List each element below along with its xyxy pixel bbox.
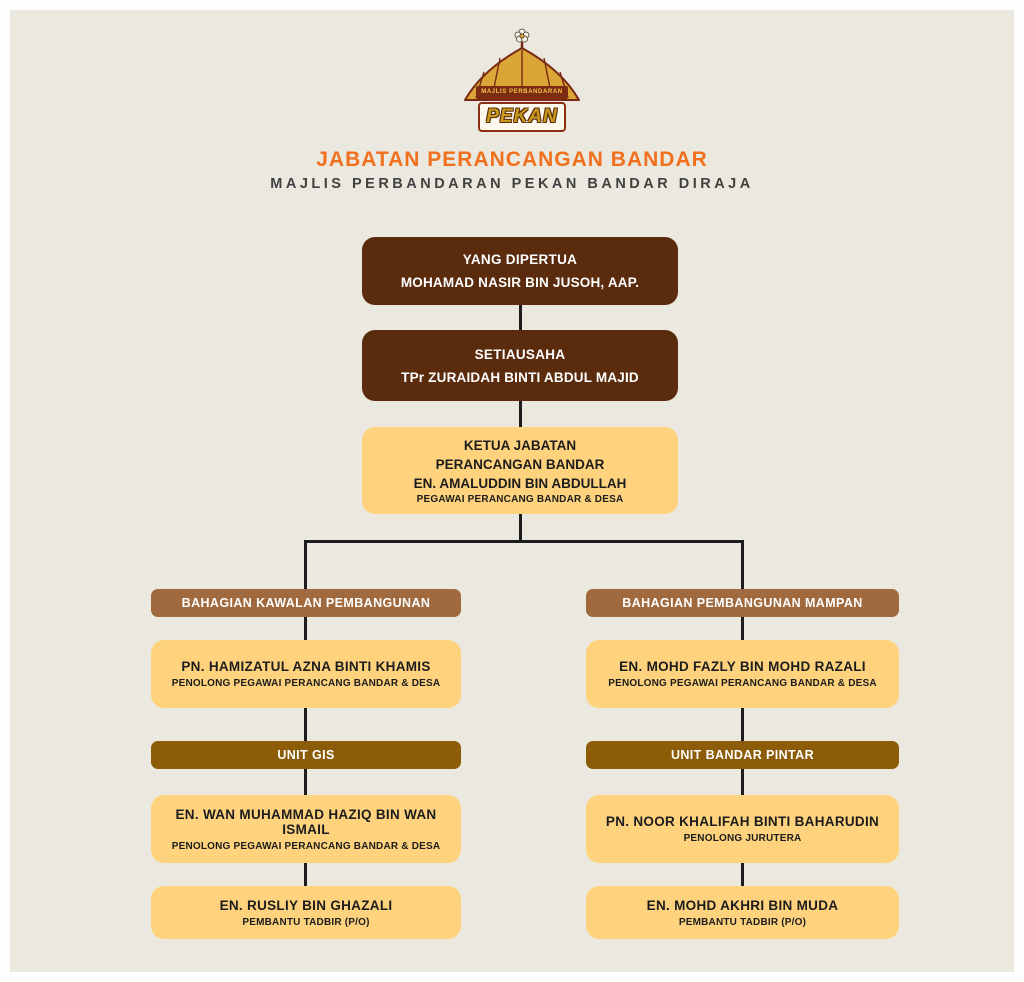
node-right-officer-1: EN. MOHD FAZLY BIN MOHD RAZALI PENOLONG …	[586, 640, 899, 708]
connector-left-2	[304, 707, 307, 742]
person-role: PENOLONG JURUTERA	[683, 833, 802, 844]
unit-header-label: UNIT GIS	[277, 748, 335, 762]
connector-top-1	[519, 304, 522, 331]
person-name: PN. NOOR KHALIFAH BINTI BAHARUDIN	[605, 814, 880, 829]
branch-header-label: BAHAGIAN PEMBANGUNAN MAMPAN	[622, 596, 863, 610]
person-name: TPr ZURAIDAH BINTI ABDUL MAJID	[401, 369, 639, 385]
position-title-line1: KETUA JABATAN	[463, 438, 577, 453]
connector-left-4	[304, 862, 307, 887]
person-role: PENOLONG PEGAWAI PERANCANG BANDAR & DESA	[171, 840, 441, 852]
person-name: EN. RUSLIY BIN GHAZALI	[219, 897, 393, 913]
flower-icon	[514, 28, 530, 43]
person-name: EN. WAN MUHAMMAD HAZIQ BIN WAN ISMAIL	[175, 806, 437, 837]
page-subtitle: MAJLIS PERBANDARAN PEKAN BANDAR DIRAJA	[270, 176, 754, 192]
node-left-officer-3: EN. RUSLIY BIN GHAZALI PEMBANTU TADBIR (…	[151, 886, 461, 939]
node-left-officer-1: PN. HAMIZATUL AZNA BINTI KHAMIS PENOLONG…	[151, 640, 461, 708]
connector-left-1	[304, 616, 307, 642]
person-name: EN. MOHD FAZLY BIN MOHD RAZALI	[619, 659, 866, 674]
connector-left-3	[304, 768, 307, 796]
node-setiausaha: SETIAUSAHA TPr ZURAIDAH BINTI ABDUL MAJI…	[362, 330, 678, 401]
person-role: PEMBANTU TADBIR (P/O)	[242, 916, 370, 928]
unit-header-bandar-pintar: UNIT BANDAR PINTAR	[586, 741, 899, 769]
branch-header-label: BAHAGIAN KAWALAN PEMBANGUNAN	[181, 596, 431, 610]
connector-right-3	[741, 768, 744, 796]
connector-branch-horizontal	[304, 540, 744, 543]
position-title-line2: PERANCANGAN BANDAR	[435, 457, 605, 472]
connector-right-drop	[741, 540, 744, 590]
branch-header-pembangunan-mampan: BAHAGIAN PEMBANGUNAN MAMPAN	[586, 589, 899, 617]
node-right-officer-3: EN. MOHD AKHRI BIN MUDA PEMBANTU TADBIR …	[586, 886, 899, 939]
person-role: PEGAWAI PERANCANG BANDAR & DESA	[416, 494, 624, 505]
unit-header-label: UNIT BANDAR PINTAR	[670, 748, 815, 762]
node-right-officer-2: PN. NOOR KHALIFAH BINTI BAHARUDIN PENOLO…	[586, 795, 899, 863]
page-title: JABATAN PERANCANGAN BANDAR	[316, 148, 708, 171]
connector-top-3	[519, 513, 522, 543]
logo-banner-text: MAJLIS PERBANDARAN	[481, 89, 563, 95]
unit-header-gis: UNIT GIS	[151, 741, 461, 769]
connector-top-2	[519, 400, 522, 428]
person-role: PENOLONG PEGAWAI PERANCANG BANDAR & DESA	[171, 678, 441, 689]
branch-header-kawalan-pembangunan: BAHAGIAN KAWALAN PEMBANGUNAN	[151, 589, 461, 617]
person-name: MOHAMAD NASIR BIN JUSOH, AAP.	[400, 275, 640, 290]
person-name: EN. AMALUDDIN BIN ABDULLAH	[413, 476, 627, 491]
person-role: PEMBANTU TADBIR (P/O)	[678, 916, 807, 928]
person-name: PN. HAMIZATUL AZNA BINTI KHAMIS	[181, 659, 431, 674]
connector-right-1	[741, 616, 744, 642]
node-ketua-jabatan: KETUA JABATAN PERANCANGAN BANDAR EN. AMA…	[362, 427, 678, 514]
connector-right-2	[741, 707, 744, 742]
person-role: PENOLONG PEGAWAI PERANCANG BANDAR & DESA	[608, 678, 877, 689]
node-left-officer-2: EN. WAN MUHAMMAD HAZIQ BIN WAN ISMAIL PE…	[151, 795, 461, 863]
position-title: SETIAUSAHA	[474, 346, 566, 362]
node-yang-dipertua: YANG DIPERTUA MOHAMAD NASIR BIN JUSOH, A…	[362, 237, 678, 305]
logo-banner: MAJLIS PERBANDARAN	[476, 86, 568, 99]
logo-name-box: PEKAN	[478, 102, 566, 132]
logo-name: PEKAN	[486, 106, 558, 127]
municipal-logo: MAJLIS PERBANDARAN PEKAN	[462, 28, 582, 146]
person-name: EN. MOHD AKHRI BIN MUDA	[646, 897, 839, 913]
connector-left-drop	[304, 540, 307, 590]
connector-right-4	[741, 862, 744, 887]
position-title: YANG DIPERTUA	[462, 252, 578, 267]
